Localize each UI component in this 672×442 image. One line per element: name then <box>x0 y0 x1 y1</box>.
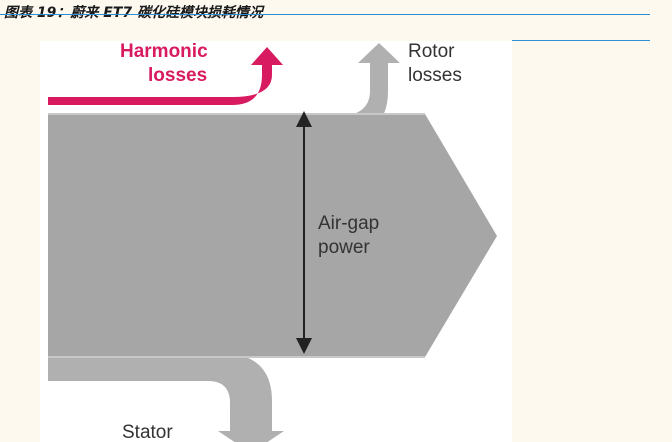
airgap-label-line1: Air-gap <box>318 213 379 234</box>
airgap-arrow-up-icon <box>296 111 312 127</box>
airgap-power-block <box>48 114 497 357</box>
harmonic-label-line1: Harmonic <box>120 41 208 62</box>
rotor-label-line1: Rotor <box>408 41 455 62</box>
power-flow-diagram: Harmonic losses Rotor losses Air-gap pow… <box>40 41 512 442</box>
rotor-losses-flow <box>338 43 400 137</box>
harmonic-losses-flow <box>48 47 283 105</box>
figure-caption: 图表 19：蔚来 ET7 碳化硅模块损耗情况 <box>4 5 263 21</box>
harmonic-label-line2: losses <box>148 65 207 86</box>
stator-losses-flow <box>48 353 284 442</box>
secondary-rule <box>512 40 650 41</box>
airgap-label-line2: power <box>318 237 370 258</box>
power-flow-svg: Harmonic losses Rotor losses Air-gap pow… <box>48 41 497 442</box>
airgap-arrow-down-icon <box>296 338 312 354</box>
stator-label: Stator <box>122 422 173 442</box>
caption-rule <box>0 14 650 15</box>
rotor-label-line2: losses <box>408 65 462 86</box>
